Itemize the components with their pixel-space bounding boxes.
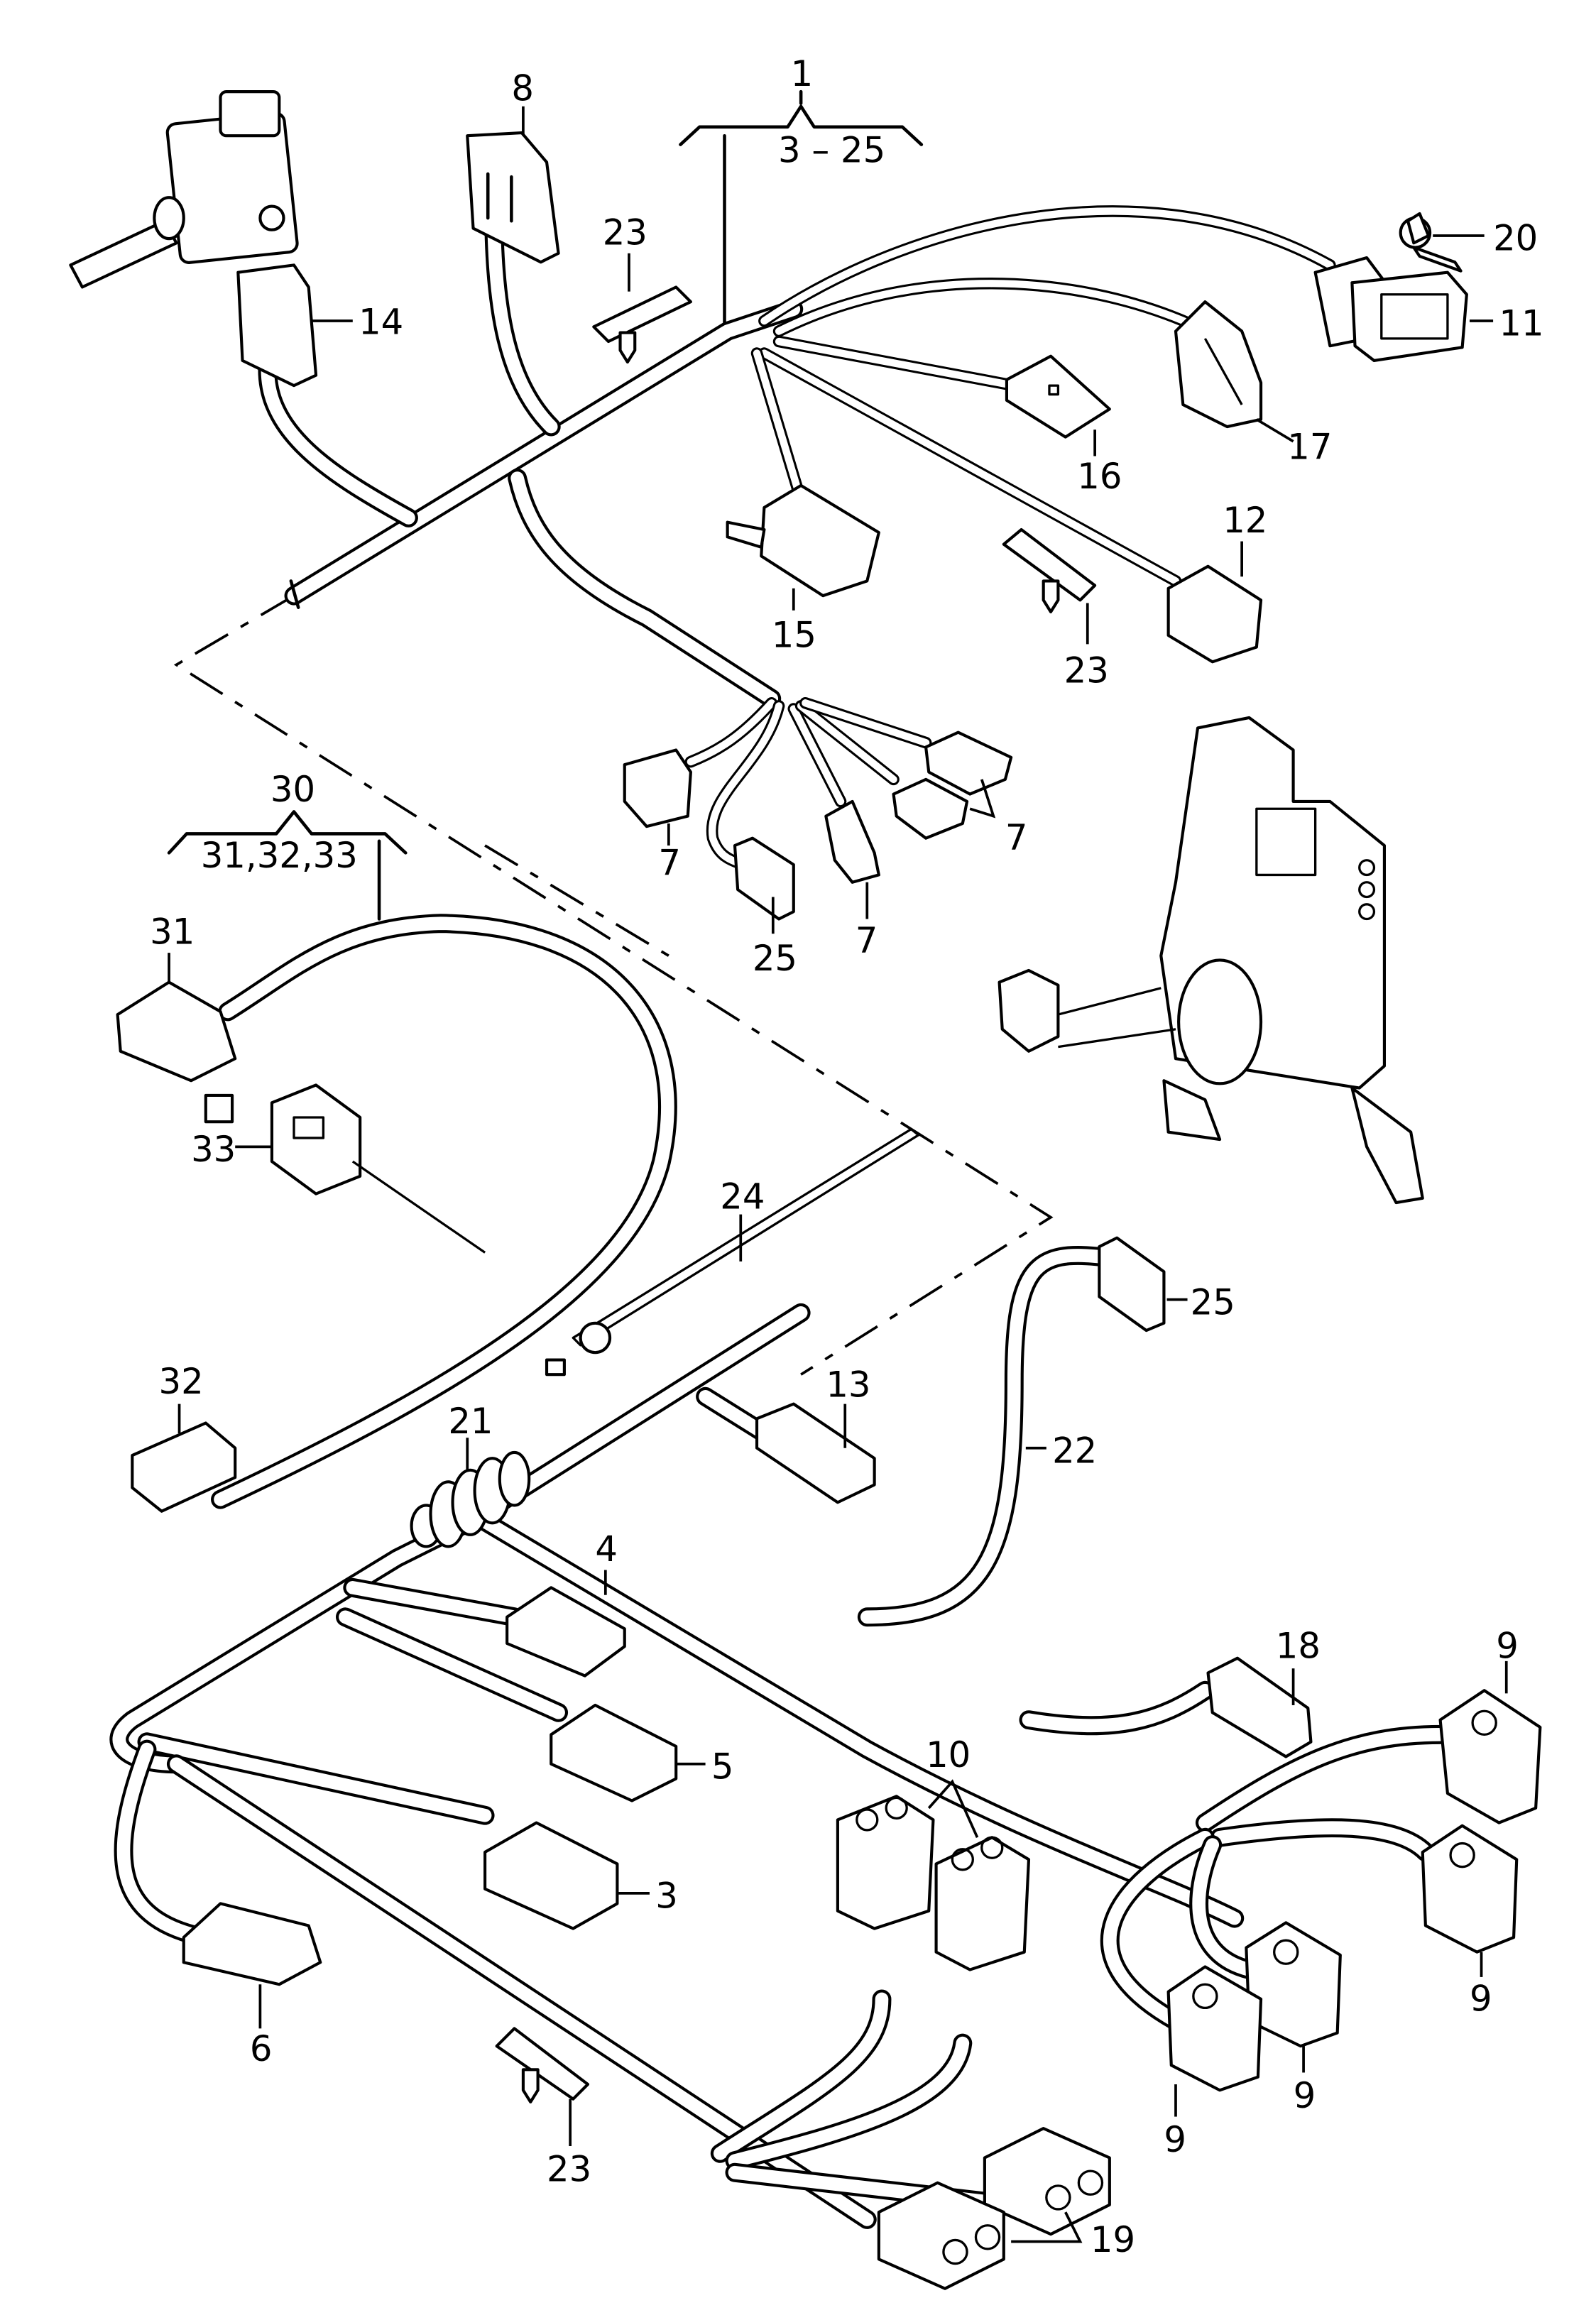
callout-7-right: 7: [1005, 817, 1028, 858]
connector-3[interactable]: 3: [483, 1821, 678, 1930]
control-module[interactable]: [998, 716, 1424, 1205]
callout-17: 17: [1287, 427, 1332, 468]
group-1-bracket: 1 3 – 25: [679, 53, 924, 326]
callout-5: 5: [711, 1746, 734, 1787]
group-30-bracket: 30 31,32,33: [167, 769, 408, 921]
callout-9-right: 9: [1470, 1979, 1492, 2020]
connector-4[interactable]: 4: [505, 1528, 626, 1678]
connector-12[interactable]: 12: [1166, 500, 1268, 664]
antenna-connector-9-left[interactable]: 9: [1164, 1965, 1263, 2160]
twin-connector-10-a[interactable]: [836, 1795, 935, 1930]
group-1-label: 1: [791, 53, 814, 94]
connector-13[interactable]: 13: [755, 1364, 876, 1504]
twin-connector-10-b[interactable]: 10: [926, 1734, 1031, 1971]
holder-33[interactable]: 33: [191, 1083, 486, 1254]
callout-19: 19: [1091, 2219, 1135, 2260]
callout-9-middle: 9: [1294, 2075, 1316, 2116]
callout-10: 10: [926, 1734, 971, 1775]
callout-25-lower: 25: [1191, 1281, 1235, 1323]
callout-16: 16: [1077, 456, 1122, 497]
grommet-21[interactable]: 21: [410, 1401, 531, 1548]
callout-9-top-right: 9: [1496, 1626, 1519, 1667]
connector-31[interactable]: 31: [116, 912, 237, 1083]
wire-lead-22[interactable]: 22: [1025, 1430, 1097, 1471]
clip-20[interactable]: 20: [1399, 212, 1538, 273]
callout-20: 20: [1493, 218, 1538, 259]
tape-clip-23-top[interactable]: 23: [592, 212, 692, 364]
tape-clip-23-bottom[interactable]: 23: [495, 2027, 592, 2190]
callout-6: 6: [250, 2028, 273, 2069]
antenna-connector-9-middle[interactable]: 9: [1245, 1921, 1342, 2116]
connector-16[interactable]: 16: [1005, 354, 1122, 497]
callout-9-left: 9: [1164, 2119, 1186, 2160]
group-30-range: 31,32,33: [201, 835, 358, 876]
callout-12: 12: [1223, 500, 1267, 541]
connector-18[interactable]: 18: [1206, 1626, 1321, 1758]
connector-7-mid[interactable]: 7: [824, 799, 880, 961]
callout-3: 3: [655, 1876, 678, 1917]
connector-25-lower[interactable]: 25: [1098, 1236, 1235, 1333]
callout-32: 32: [159, 1361, 204, 1402]
antenna-connector-9-top-right[interactable]: 9: [1438, 1626, 1542, 1824]
actuator-motor[interactable]: [69, 90, 299, 289]
upper-harness: [258, 197, 1336, 874]
callout-4: 4: [595, 1528, 618, 1570]
boundary-segment: [484, 844, 669, 957]
callout-24: 24: [720, 1176, 765, 1217]
callout-7-mid: 7: [856, 920, 878, 961]
callout-13: 13: [826, 1364, 870, 1405]
connector-25-upper[interactable]: 25: [733, 836, 797, 979]
callout-23-mid: 23: [1064, 650, 1109, 691]
callout-23-top: 23: [603, 212, 647, 253]
callout-7-left: 7: [658, 842, 681, 883]
callout-11: 11: [1499, 303, 1543, 344]
harness-30: [211, 914, 677, 1509]
group-30-label: 30: [270, 769, 315, 810]
connector-6[interactable]: 6: [182, 1902, 322, 2069]
twin-connector-19-b[interactable]: 19: [877, 2181, 1135, 2290]
connector-32[interactable]: 32: [131, 1361, 237, 1513]
callout-25-upper: 25: [753, 938, 797, 979]
harness-boundary-dashed: [173, 594, 1054, 1376]
antenna-connector-9-right[interactable]: 9: [1421, 1824, 1519, 2020]
connector-15[interactable]: 15: [726, 483, 880, 656]
connector-7-right-b[interactable]: 7: [924, 731, 1028, 859]
callout-14: 14: [359, 302, 403, 343]
group-1-range: 3 – 25: [778, 129, 885, 170]
connector-7-left[interactable]: 7: [623, 748, 692, 883]
connector-5[interactable]: 5: [550, 1703, 734, 1802]
callout-15: 15: [772, 615, 816, 656]
connector-17[interactable]: 17: [1174, 300, 1333, 468]
callout-22: 22: [1052, 1430, 1097, 1471]
connector-7-right-a[interactable]: [892, 777, 969, 840]
callout-31: 31: [150, 912, 195, 953]
connector-8[interactable]: 8: [466, 68, 560, 264]
callout-18: 18: [1276, 1626, 1321, 1667]
callout-33: 33: [191, 1129, 236, 1170]
callout-23-bottom: 23: [547, 2149, 591, 2190]
lower-harness: [109, 1246, 1450, 2229]
connector-14[interactable]: 14: [236, 263, 403, 388]
callout-21: 21: [448, 1401, 493, 1442]
cable-tie-24[interactable]: 24: [545, 1127, 920, 1377]
callout-8: 8: [511, 68, 534, 109]
tape-clip-23-mid[interactable]: 23: [1002, 527, 1109, 691]
connector-11[interactable]: 11: [1313, 256, 1544, 362]
